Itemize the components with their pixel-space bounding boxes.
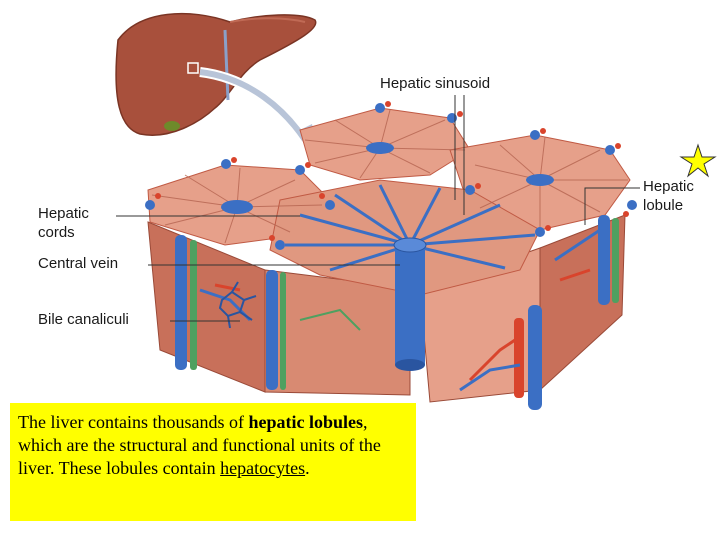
hepatic-cords-label-line1: Hepatic [38, 205, 89, 222]
caption-underlined-term: hepatocytes [220, 458, 306, 478]
central-vein-label: Central vein [38, 255, 119, 272]
leader-lines [116, 95, 640, 322]
lobule-block [145, 101, 637, 410]
caption-text-3: . [305, 458, 310, 478]
star-icon [679, 143, 717, 178]
caption-text-2: , which are the structural and functiona… [18, 412, 381, 478]
caption-bold-term: hepatic lobules [248, 412, 363, 432]
hepatic-lobule-label-line1: Hepatic [643, 178, 694, 195]
bile-canaliculi-label: Bile canaliculi [38, 311, 129, 328]
hepatic-cords-label-line2: cords [38, 224, 75, 241]
hepatic-lobule-label-line2: lobule [643, 197, 684, 214]
caption-box: The liver contains thousands of hepatic … [10, 403, 416, 521]
caption-text-1: The liver contains thousands of [18, 412, 249, 432]
hepatic-sinusoid-label: Hepatic sinusoid [380, 75, 491, 92]
